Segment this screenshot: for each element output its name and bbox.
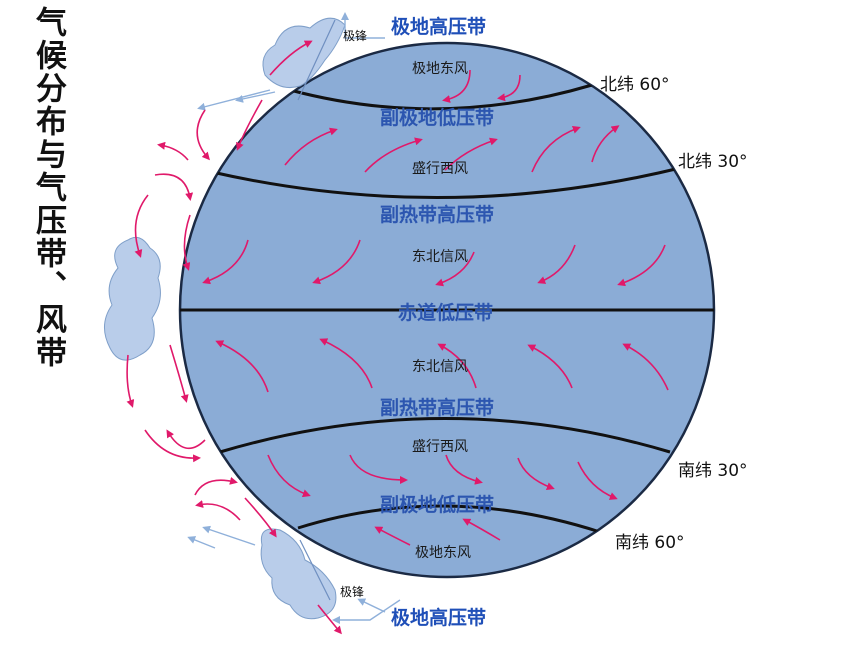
front-lines (297, 19, 336, 601)
circ-arrow (244, 497, 277, 538)
wind-arrow (445, 454, 483, 485)
label-subtropical-high-north: 副热带高压带 (380, 204, 495, 226)
label-lat-n30: 北纬 30° (678, 152, 748, 172)
wind-arrow (202, 239, 249, 285)
wind-arrow (577, 461, 618, 500)
air-arrow (332, 599, 401, 624)
line-south-60 (297, 504, 601, 534)
label-polar-high-south: 极地高压带 (391, 607, 487, 629)
label-polar-easterlies-south: 极地东风 (415, 545, 471, 561)
circulation-arrows (126, 40, 342, 635)
label-lat-s60: 南纬 60° (615, 533, 685, 553)
circ-arrow (195, 500, 241, 521)
line-north-30 (211, 166, 681, 199)
cloud-south-front (260, 528, 337, 620)
wind-arrow (444, 137, 498, 171)
circ-arrow (126, 354, 135, 408)
label-front-south: 极锋 (340, 585, 365, 599)
wind-arrow (517, 457, 555, 491)
wind-arrow (617, 244, 666, 287)
wind-arrow (215, 340, 269, 393)
wind-arrow (622, 343, 669, 391)
label-westerlies-north: 盛行西风 (412, 161, 468, 177)
label-lat-n60: 北纬 60° (600, 75, 670, 95)
label-polar-high-north: 极地高压带 (391, 16, 487, 38)
label-front-north: 极锋 (343, 29, 368, 43)
wind-arrow (527, 344, 573, 389)
wind-arrows (202, 69, 669, 546)
wind-arrow (531, 125, 581, 173)
line-north-60 (289, 83, 593, 111)
air-flow-arrows (187, 12, 401, 624)
air-arrow (235, 91, 276, 103)
wind-arrow (442, 69, 471, 103)
circ-arrow (269, 40, 313, 76)
wind-arrow (319, 338, 373, 389)
wind-arrow (364, 137, 423, 173)
circ-arrow (317, 604, 342, 635)
air-arrow (187, 536, 216, 549)
air-arrow (197, 89, 271, 111)
wind-arrow (349, 454, 408, 484)
circ-arrow (196, 109, 210, 161)
circ-arrow (169, 344, 189, 403)
label-westerlies-south: 盛行西风 (412, 439, 468, 455)
label-subpolar-low-north: 副极地低压带 (380, 107, 495, 129)
latitude-lines (180, 83, 714, 534)
label-subtropical-high-south: 副热带高压带 (380, 397, 495, 419)
wind-arrow (497, 74, 521, 102)
air-arrow (341, 12, 385, 39)
circ-arrow (144, 429, 201, 463)
label-equatorial-low: 赤道低压带 (398, 302, 494, 324)
circ-arrow (194, 476, 238, 496)
circ-arrow (182, 214, 191, 271)
circ-arrow (154, 173, 194, 201)
label-lat-s30: 南纬 30° (678, 461, 748, 481)
circ-arrow (166, 429, 206, 450)
wind-arrow (374, 526, 411, 546)
wind-arrow (435, 251, 475, 287)
wind-arrow (537, 244, 576, 284)
wind-arrow (284, 127, 338, 166)
wind-arrow (462, 518, 501, 541)
circ-arrow (157, 141, 189, 161)
wind-arrow (312, 239, 361, 285)
wind-arrow (591, 125, 620, 163)
wind-arrow (437, 343, 477, 389)
clouds (104, 17, 346, 620)
circ-arrow (134, 194, 149, 258)
label-trades-north: 东北信风 (412, 249, 468, 265)
line-south-30 (219, 417, 671, 454)
air-arrow (357, 598, 386, 613)
label-polar-easterlies-north: 极地东风 (412, 61, 468, 77)
page-title: 气候分布与气压带、风带 (30, 6, 66, 369)
air-arrow (202, 525, 256, 546)
label-subpolar-low-south: 副极地低压带 (380, 494, 495, 516)
circ-arrow (236, 99, 263, 151)
wind-arrow (267, 454, 311, 498)
cloud-equator (104, 236, 161, 361)
label-trades-south: 东北信风 (412, 359, 468, 375)
